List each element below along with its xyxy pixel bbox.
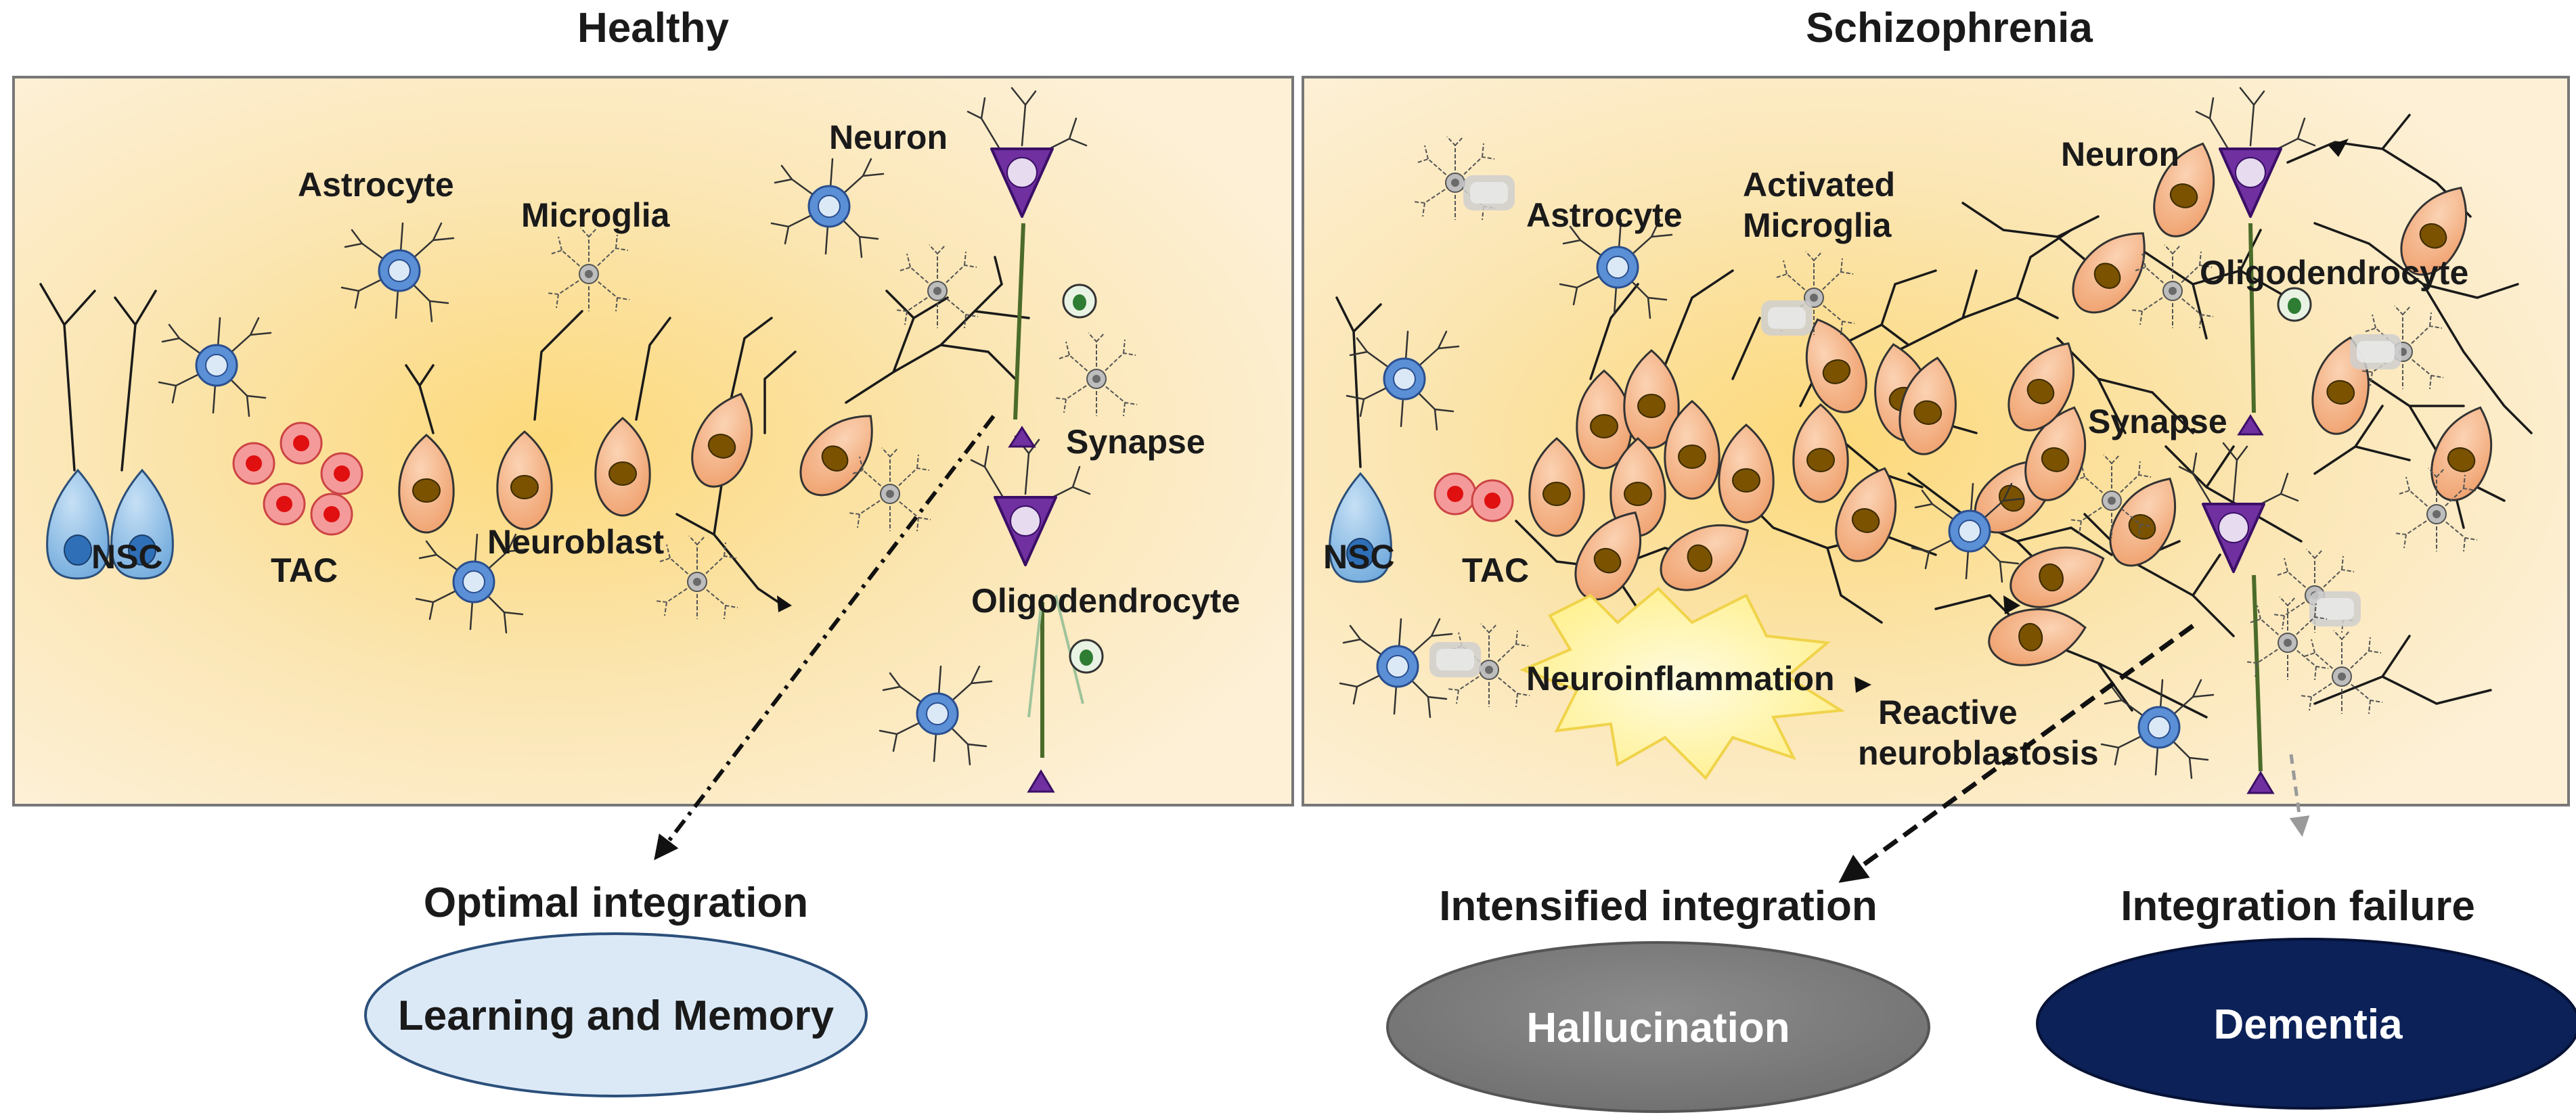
outcome-oval-label: Hallucination [1526, 1005, 1790, 1051]
oligodendrocyte-cell [1062, 283, 1097, 319]
tac-cell [280, 422, 323, 465]
healthy-panel-background [12, 76, 1294, 806]
label-neuroblast: Neuroblast [487, 523, 665, 561]
tac-cell [1471, 479, 1514, 522]
label-tac: TAC [271, 551, 338, 589]
label-neuron: Neuron [2061, 135, 2179, 173]
healthy-process-lines [39, 223, 1084, 758]
label-reactive-neuroblastosis: Reactive [1878, 693, 2018, 731]
outcome-optimal: Optimal integration Learning and Memory [364, 880, 868, 1097]
outcome-oval [2036, 938, 2576, 1110]
label-astrocyte: Astrocyte [298, 166, 454, 204]
axon-terminal [1855, 677, 1871, 693]
synapse-terminal [1027, 769, 1055, 793]
tac-cell [1434, 472, 1477, 516]
axon-terminal [2328, 139, 2349, 157]
healthy-panel-title: Healthy [577, 5, 729, 51]
tac-cell [310, 493, 353, 536]
label-tac: TAC [1462, 551, 1529, 589]
outcome-oval-label: Dementia [2213, 1001, 2403, 1048]
tac-cell [232, 442, 275, 485]
outcome-oval-label: Learning and Memory [398, 993, 835, 1039]
label-nsc: NSC [91, 538, 163, 576]
synapse-terminal [2237, 414, 2264, 436]
label-astrocyte: Astrocyte [1526, 196, 1683, 234]
label-neuron: Neuron [829, 118, 948, 156]
arrow-to-failure [2289, 754, 2310, 837]
arrow-to-optimal [654, 415, 996, 861]
synapse-terminal [2246, 771, 2275, 794]
label-oligodendrocyte: Oligodendrocyte [2200, 254, 2468, 292]
outcome-intensified: Intensified integration Hallucination [1386, 883, 1930, 1113]
outcome-oval [364, 932, 868, 1097]
label-nsc: NSC [1323, 538, 1395, 576]
tac-cell [320, 452, 363, 495]
schizophrenia-panel-title: Schizophrenia [1806, 5, 2093, 51]
tac-cell [263, 482, 306, 526]
label-activated-microglia: Activated [1743, 166, 1895, 204]
outcome-heading: Intensified integration [1439, 883, 1878, 930]
oligodendrocyte-cell [1069, 639, 1104, 674]
healthy-panel: Healthy [12, 5, 1294, 861]
label-oligodendrocyte: Oligodendrocyte [971, 582, 1240, 620]
outcome-failure: Integration failure Dementia [2036, 883, 2576, 1110]
label-synapse: Synapse [2088, 403, 2227, 440]
axon-terminal [2003, 595, 2020, 614]
synapse-terminal [1008, 426, 1036, 448]
label-synapse: Synapse [1066, 423, 1205, 461]
neuroinflammation-burst [1519, 587, 1846, 781]
label-microglia: Microglia [521, 196, 671, 234]
label-activated-microglia: Microglia [1743, 206, 1892, 244]
axon-terminal [777, 595, 792, 612]
outcome-heading: Integration failure [2120, 883, 2475, 930]
outcome-heading: Optimal integration [424, 880, 808, 926]
oligodendrocyte-cell [2277, 287, 2312, 322]
schizophrenia-panel: Schizophrenia [1302, 5, 2570, 883]
outcome-oval [1386, 941, 1930, 1113]
arrow-to-intensified [1838, 624, 2195, 883]
label-neuroinflammation: Neuroinflammation [1526, 660, 1835, 698]
label-reactive-neuroblastosis: neuroblastosis [1858, 734, 2099, 772]
